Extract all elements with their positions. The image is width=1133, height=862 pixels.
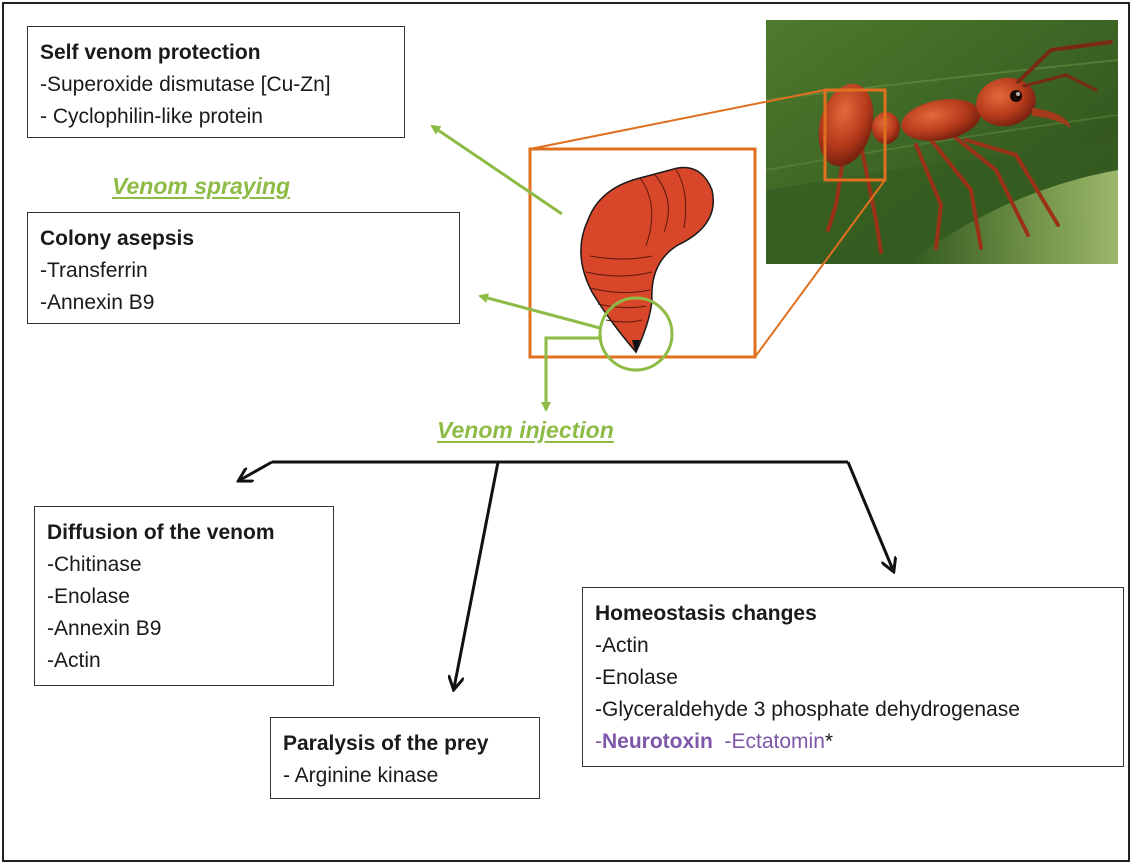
venom-spraying-label: Venom spraying — [112, 173, 290, 200]
diffusion-box: Diffusion of the venom -Chitinase -Enola… — [34, 506, 334, 686]
homeostasis-title: Homeostasis changes — [595, 598, 1111, 630]
diffusion-item-3: -Annexin B9 — [47, 613, 321, 645]
colony-asepsis-title: Colony asepsis — [40, 223, 447, 255]
paralysis-box: Paralysis of the prey - Arginine kinase — [270, 717, 540, 799]
self-venom-item-1: -Superoxide dismutase [Cu-Zn] — [40, 69, 392, 101]
diffusion-item-1: -Chitinase — [47, 549, 321, 581]
diffusion-title: Diffusion of the venom — [47, 517, 321, 549]
neurotoxin-label: Neurotoxin — [602, 730, 713, 753]
colony-item-1: -Transferrin — [40, 255, 447, 287]
ectatomin-asterisk: * — [825, 730, 833, 753]
zoom-line-bottom — [755, 180, 885, 357]
arrow-to-paralysis — [454, 462, 498, 688]
colony-item-2: -Annexin B9 — [40, 287, 447, 319]
arrow-to-self-venom — [432, 126, 562, 214]
diffusion-item-2: -Enolase — [47, 581, 321, 613]
homeostasis-item-2: -Enolase — [595, 662, 1111, 694]
homeostasis-item-1: -Actin — [595, 630, 1111, 662]
arrow-to-injection — [546, 338, 602, 410]
self-venom-item-2: - Cyclophilin-like protein — [40, 101, 392, 133]
homeostasis-item-4: -Neurotoxin -Ectatomin* — [595, 726, 1111, 758]
arrow-to-colony — [480, 296, 600, 328]
arrow-to-homeostasis — [848, 462, 893, 570]
diffusion-item-4: -Actin — [47, 645, 321, 677]
ectatomin-label: -Ectatomin — [725, 730, 825, 753]
homeostasis-item-3: -Glyceraldehyde 3 phosphate dehydrogenas… — [595, 694, 1111, 726]
venom-injection-label: Venom injection — [437, 417, 614, 444]
self-venom-protection-title: Self venom protection — [40, 37, 392, 69]
self-venom-protection-box: Self venom protection -Superoxide dismut… — [27, 26, 405, 138]
paralysis-title: Paralysis of the prey — [283, 728, 527, 760]
homeostasis-box: Homeostasis changes -Actin -Enolase -Gly… — [582, 587, 1124, 767]
colony-asepsis-box: Colony asepsis -Transferrin -Annexin B9 — [27, 212, 460, 324]
paralysis-item-1: - Arginine kinase — [283, 760, 527, 792]
neurotoxin-prefix: - — [595, 730, 602, 753]
zoom-line-top — [530, 90, 825, 149]
arrow-to-diffusion — [240, 462, 272, 480]
